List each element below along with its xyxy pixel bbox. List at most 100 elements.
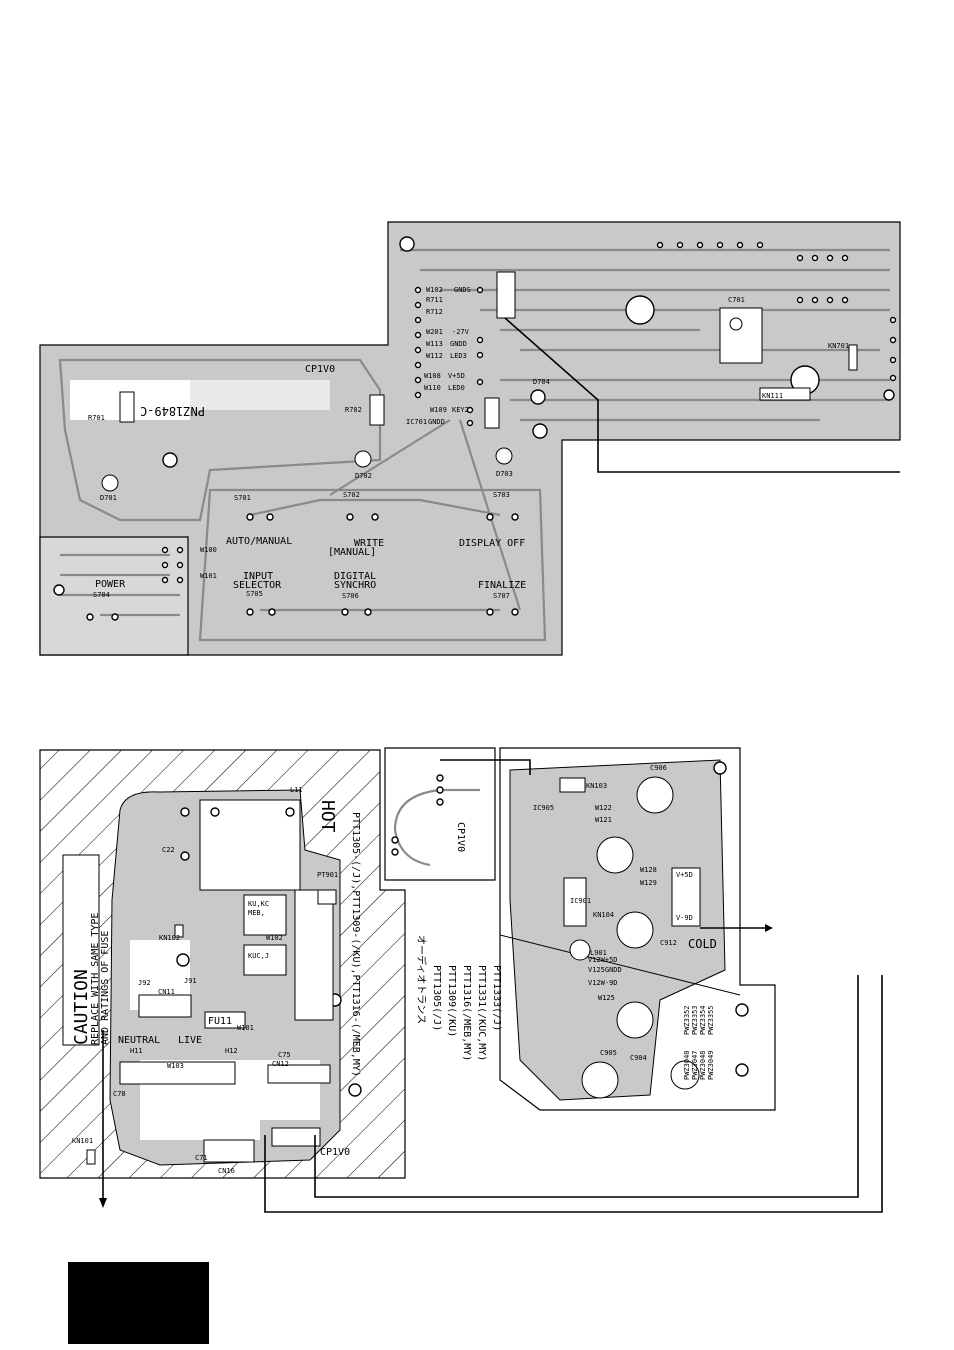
svg-text:R701: R701 [88, 414, 105, 422]
selector-label: SELECTOR [233, 580, 282, 591]
svg-text:W201: W201 [426, 328, 443, 336]
svg-text:KUC,J: KUC,J [248, 952, 269, 960]
svg-text:KU,KC: KU,KC [248, 900, 269, 908]
lower-board: CAUTION REPLACE WITH SAME TYPE AND RATIN… [39, 747, 883, 1213]
upper-board-id: CP1V0 [305, 364, 335, 375]
svg-text:W128: W128 [640, 866, 657, 874]
svg-text:L901: L901 [590, 949, 607, 957]
live-label: LIVE [178, 1035, 202, 1046]
svg-text:KN701: KN701 [828, 342, 849, 350]
cold-label: COLD [688, 937, 717, 951]
svg-text:J91: J91 [184, 977, 197, 985]
display-off-label: DISPLAY OFF [459, 538, 525, 549]
svg-text:PT901: PT901 [317, 871, 338, 879]
svg-text:MEB,: MEB, [248, 909, 265, 917]
svg-text:S702: S702 [343, 491, 360, 499]
svg-text:S704: S704 [93, 591, 110, 599]
switch-pads [86, 513, 519, 621]
small-board-id: CP1V0 [455, 822, 466, 852]
svg-text:C71: C71 [195, 1154, 208, 1162]
hot-label: HOT [317, 800, 338, 833]
upper-board: CP1V0 PNZ1849-C W102 GNDS R711 R712 W201… [39, 221, 901, 656]
svg-text:D702: D702 [355, 472, 372, 480]
svg-text:R711: R711 [426, 296, 443, 304]
svg-text:W112: W112 [426, 352, 443, 360]
svg-text:LED0: LED0 [448, 384, 465, 392]
svg-text:D703: D703 [496, 470, 513, 478]
svg-text:C701: C701 [728, 296, 745, 304]
svg-text:D704: D704 [533, 378, 550, 386]
svg-text:GNDS: GNDS [454, 286, 471, 294]
svg-text:C904: C904 [630, 1054, 647, 1062]
svg-text:PWZ3353: PWZ3353 [691, 1005, 699, 1035]
svg-text:PWZ3354: PWZ3354 [699, 1005, 707, 1035]
svg-text:W129: W129 [640, 879, 657, 887]
svg-text:IC901: IC901 [570, 897, 591, 905]
write-manual-label: [MANUAL] [328, 547, 376, 558]
svg-text:H12: H12 [225, 1047, 238, 1055]
power-label: POWER [95, 579, 126, 590]
svg-text:W122: W122 [595, 804, 612, 812]
svg-text:D701: D701 [100, 494, 117, 502]
svg-text:-27V: -27V [452, 328, 470, 336]
svg-text:KN104: KN104 [593, 911, 614, 919]
svg-text:J92: J92 [138, 979, 151, 987]
transformer-title: オーディオトランス [415, 935, 428, 1024]
svg-text:PTT1316(/MEB,MY): PTT1316(/MEB,MY) [461, 965, 472, 1061]
svg-text:KN103: KN103 [586, 782, 607, 790]
svg-text:W109: W109 [430, 406, 447, 414]
svg-text:C78: C78 [113, 1090, 126, 1098]
svg-text:PTT1333(/J): PTT1333(/J) [491, 965, 502, 1031]
svg-text:PWZ3355: PWZ3355 [707, 1005, 715, 1035]
svg-text:H11: H11 [130, 1047, 143, 1055]
svg-text:W113: W113 [426, 340, 443, 348]
svg-text:W102: W102 [426, 286, 443, 294]
svg-text:W102: W102 [266, 934, 283, 942]
svg-text:W121: W121 [595, 816, 612, 824]
svg-text:R712: R712 [426, 308, 443, 316]
svg-text:S705: S705 [246, 590, 263, 598]
svg-text:C22: C22 [162, 846, 175, 854]
svg-text:PWZ3352: PWZ3352 [683, 1005, 691, 1035]
svg-text:V+5D: V+5D [448, 372, 465, 380]
svg-text:KEY2: KEY2 [452, 406, 469, 414]
finalize-label: FINALIZE [478, 580, 526, 591]
svg-text:V+5D: V+5D [676, 871, 693, 879]
svg-text:KN102: KN102 [159, 934, 180, 942]
svg-text:C906: C906 [650, 764, 667, 772]
neutral-label: NEUTRAL [118, 1035, 160, 1046]
svg-text:GNDD: GNDD [450, 340, 467, 348]
pcb-number: PNZ1849-C [140, 404, 205, 418]
auto-manual-label: AUTO/MANUAL [226, 536, 292, 547]
svg-text:IC701: IC701 [406, 418, 427, 426]
fuse-label: FU11 [208, 1016, 232, 1027]
svg-text:GNDD: GNDD [428, 418, 445, 426]
svg-text:CN11: CN11 [158, 988, 175, 996]
digital-label: DIGITAL [334, 571, 376, 582]
black-tab-block [68, 1262, 209, 1344]
svg-text:V125GNDD: V125GNDD [588, 966, 622, 974]
svg-text:C912: C912 [660, 939, 677, 947]
svg-text:KN111: KN111 [762, 392, 783, 400]
svg-text:W108: W108 [424, 372, 441, 380]
svg-text:W110: W110 [424, 384, 441, 392]
transformer-vertical: PTT1305-(/J),PTT1309-(/KU),PTT1316-(/MEB… [350, 812, 361, 1077]
write-label: WRITE [354, 538, 384, 549]
svg-text:LED3: LED3 [450, 352, 467, 360]
svg-text:W103: W103 [167, 1062, 184, 1070]
svg-text:PWZ3047: PWZ3047 [691, 1050, 699, 1080]
synchro-label: SYNCHRO [334, 580, 376, 591]
input-label: INPUT [243, 571, 273, 582]
svg-text:V12W-9D: V12W-9D [588, 979, 618, 987]
svg-text:CN16: CN16 [218, 1167, 235, 1175]
svg-text:CN12: CN12 [272, 1060, 289, 1068]
svg-text:V12W+5D: V12W+5D [588, 956, 618, 964]
svg-text:S701: S701 [234, 494, 251, 502]
caution-line2: AND RATINGS OF FUSE [100, 931, 111, 1045]
svg-text:PWZ3040: PWZ3040 [683, 1050, 691, 1080]
caution-title: CAUTION [71, 969, 92, 1045]
svg-text:W100: W100 [200, 546, 217, 554]
svg-text:PTT1309(/KU): PTT1309(/KU) [446, 965, 457, 1037]
svg-text:C75: C75 [278, 1051, 291, 1059]
